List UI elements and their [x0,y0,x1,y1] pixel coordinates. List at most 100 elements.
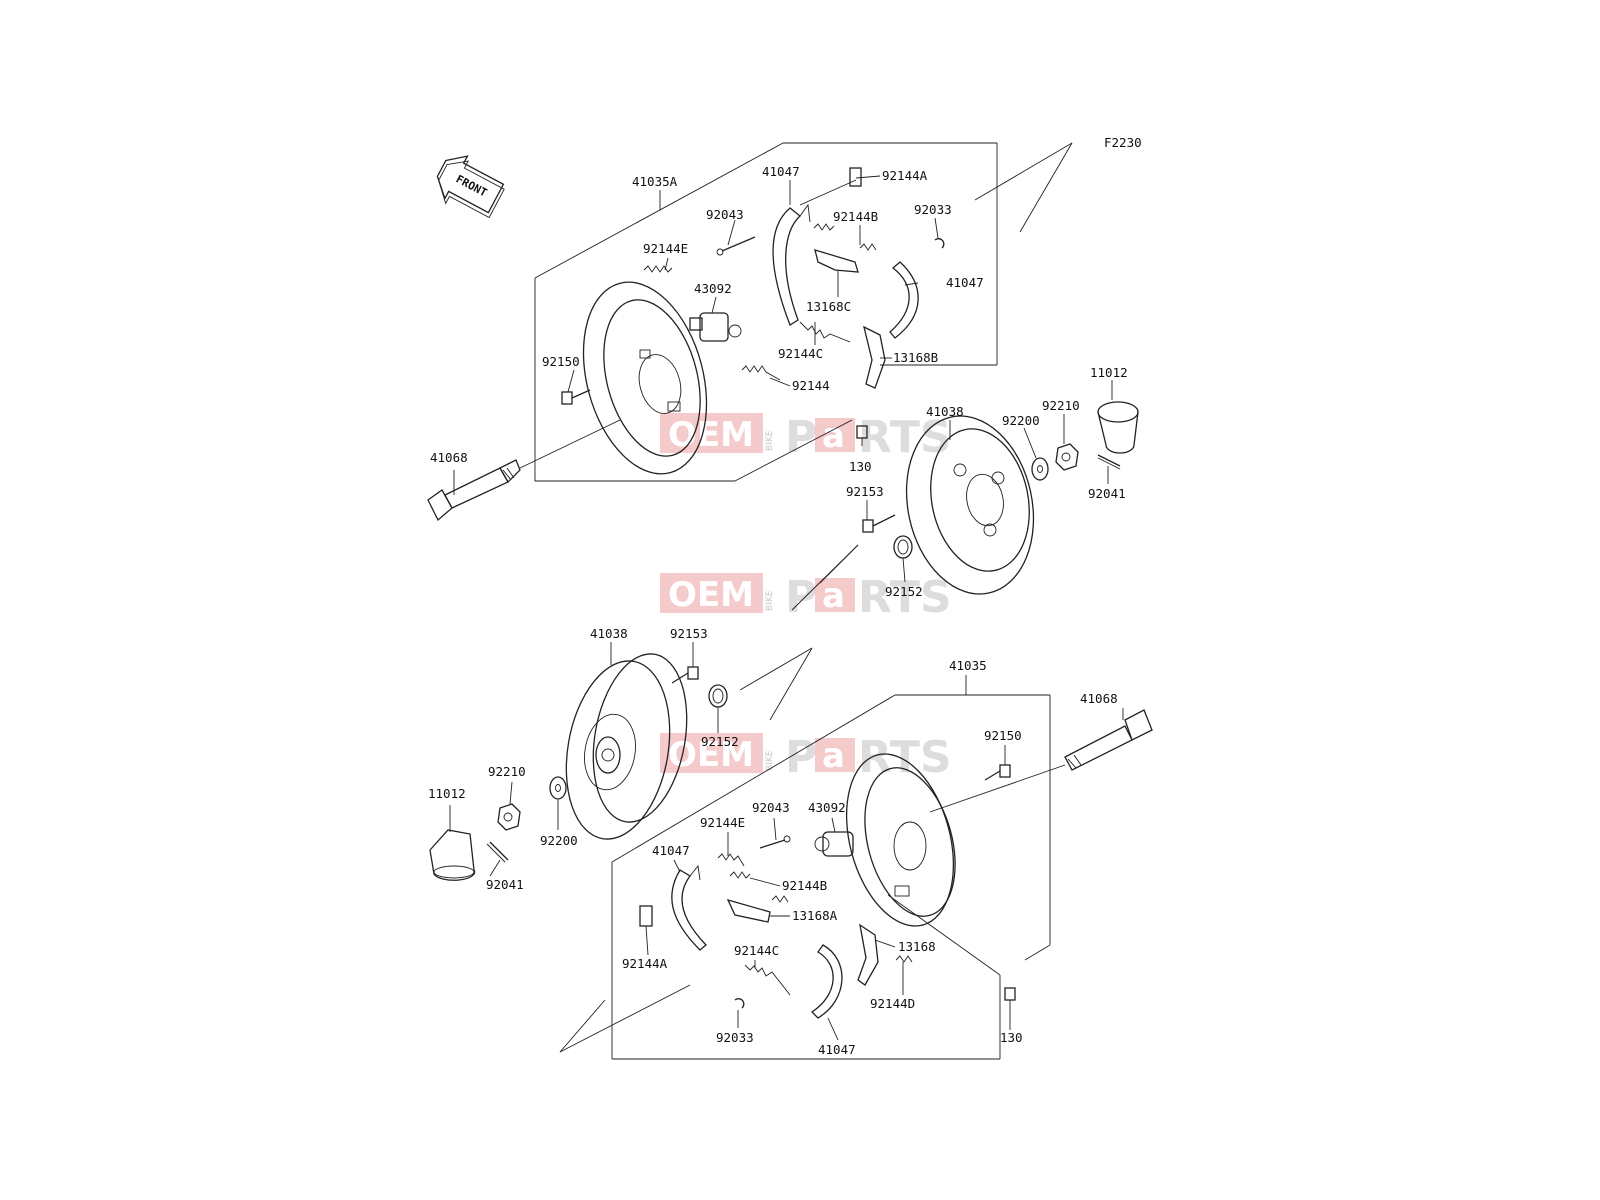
circlip-92033-bottom [734,998,745,1009]
label-92210-top: 92210 [1042,398,1080,413]
label-92033-top: 92033 [914,202,952,217]
svg-text:OEM: OEM [668,415,754,455]
label-41035: 41035 [949,658,987,673]
label-92153-bottom: 92153 [670,626,708,641]
washer-92200-top [1031,457,1049,481]
svg-text:a: a [822,736,845,776]
label-92041-top: 92041 [1088,486,1126,501]
spring-92144d [895,955,913,963]
label-41038-bottom: 41038 [590,626,628,641]
brake-drum-41038-top [905,415,1035,595]
figure-code: F2230 [1104,135,1142,150]
label-13168C: 13168C [806,299,851,314]
svg-text:BIKE: BIKE [765,750,775,771]
label-92200-bottom: 92200 [540,833,578,848]
label-92144A-bottom: 92144A [622,956,668,971]
lever-13168a [726,898,771,923]
watermark-1: OEM BIKE P a RTS [660,412,952,463]
spring-92144c-top [799,321,851,343]
label-11012-top: 11012 [1090,365,1128,380]
label-92144-top: 92144 [792,378,830,393]
label-41047-top-2: 41047 [946,275,984,290]
bolt-92153-top [862,514,896,533]
brake-shoe-41047-bottom-left [671,864,707,951]
svg-text:RTS: RTS [858,732,952,783]
hub-cap-11012-top [1097,401,1139,454]
label-92043-top: 92043 [706,207,744,222]
label-43092-bottom: 43092 [808,800,846,815]
spring-92144b-top [813,223,877,251]
label-41068-bottom: 41068 [1080,691,1118,706]
svg-text:P: P [785,412,817,463]
clip-92144a-top [849,167,862,187]
label-92200-top: 92200 [1002,413,1040,428]
label-11012-bottom: 11012 [428,786,466,801]
lever-13168c [814,249,859,273]
watermark-3: OEM BIKE P a RTS [660,732,952,783]
label-92144A-top: 92144A [882,168,928,183]
label-92144E-bottom: 92144E [700,815,745,830]
label-92152-bottom: 92152 [701,734,739,749]
nut-92210-top [1055,443,1079,471]
label-13168: 13168 [898,939,936,954]
svg-text:a: a [822,576,845,616]
brake-shoe-41047-top-right [889,261,919,339]
seal-92152-top [893,535,913,559]
label-41068-top: 41068 [430,450,468,465]
spring-92144e-bottom [717,853,745,867]
brake-drum-41038-bottom [565,653,688,840]
lever-13168b [863,325,886,389]
brake-shoe-41047-bottom-right [810,944,843,1019]
spring-92144e-top [643,265,673,273]
label-41047-bottom-2: 41047 [818,1042,856,1057]
label-92144C-bottom: 92144C [734,943,779,958]
svg-text:BIKE: BIKE [765,430,775,451]
backing-plate-top [582,281,708,475]
cotter-pin-92041-bottom [486,841,509,863]
label-92210-bottom: 92210 [488,764,526,779]
label-92041-bottom: 92041 [486,877,524,892]
top-assembly-outline [534,142,1073,611]
lever-13168 [857,923,879,986]
label-92150-bottom: 92150 [984,728,1022,743]
pin-92043-top [716,236,756,256]
wheel-cylinder-top [689,312,742,342]
label-92152-top: 92152 [885,584,923,599]
clip-92144a-bottom [639,905,653,927]
label-92144E-top: 92144E [643,241,688,256]
hub-cap-11012-bottom [429,829,476,881]
svg-text:P: P [785,732,817,783]
bolt-92150-top [561,389,591,405]
label-41047-bottom-1: 41047 [652,843,690,858]
svg-text:BIKE: BIKE [765,590,775,611]
label-41047-top-1: 41047 [762,164,800,179]
bottom-assembly-outline [559,647,1051,1060]
label-92144D: 92144D [870,996,915,1011]
label-41035A: 41035A [632,174,678,189]
svg-text:a: a [822,416,845,456]
label-130-bottom: 130 [1000,1030,1023,1045]
axle-shaft-bottom [929,709,1153,813]
brake-shoe-41047-top-left [772,203,811,326]
svg-text:FRONT: FRONT [454,172,490,199]
spring-92144b-bottom [729,871,789,903]
pin-92043-bottom [759,835,791,849]
label-41038-top: 41038 [926,404,964,419]
seal-92152-bottom [708,684,728,708]
label-13168B: 13168B [893,350,938,365]
bolt-92150-bottom [984,764,1011,781]
svg-text:OEM: OEM [668,575,754,615]
spring-92144c-bottom [744,964,791,996]
watermark-2: OEM BIKE P a RTS [660,572,952,623]
leader-lines [449,175,1124,1041]
spring-92144-top [741,365,781,381]
washer-92200-bottom [549,776,567,800]
label-43092-top: 43092 [694,281,732,296]
svg-text:RTS: RTS [858,412,952,463]
label-92144B-top: 92144B [833,209,878,224]
backing-plate-bottom [845,753,956,927]
circlip-92033-top [934,238,945,249]
axle-shaft-top [427,419,621,522]
